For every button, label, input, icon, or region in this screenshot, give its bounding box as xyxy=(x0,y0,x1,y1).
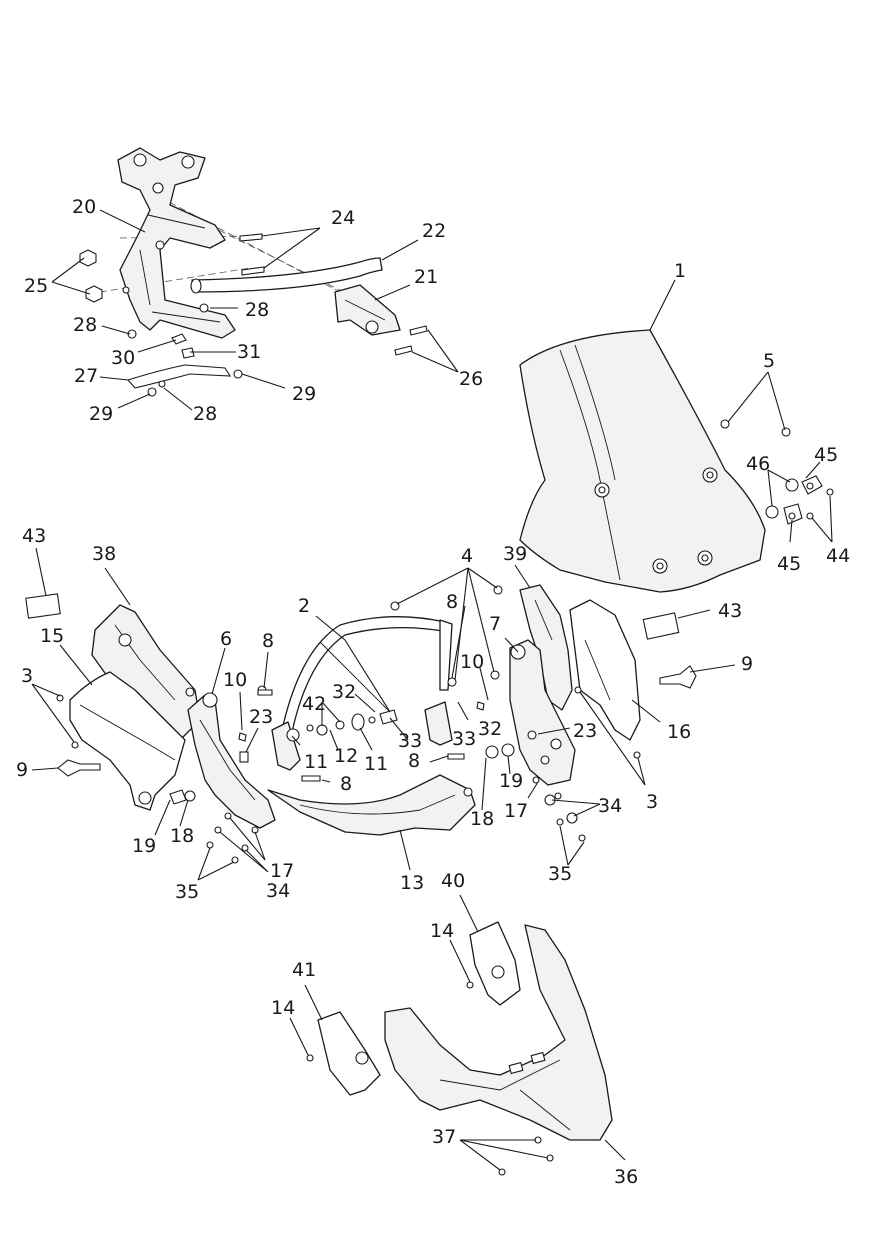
callout-43-right: 43 xyxy=(718,600,742,622)
callout-35-left: 35 xyxy=(175,881,199,903)
callout-45-b: 45 xyxy=(777,553,801,575)
callout-17-right: 17 xyxy=(504,800,528,822)
callout-31: 31 xyxy=(237,341,261,363)
callout-7: 7 xyxy=(489,613,501,635)
callout-3-right: 3 xyxy=(646,791,658,813)
callout-27: 27 xyxy=(74,365,98,387)
callout-8-b: 8 xyxy=(446,591,458,613)
callout-28-b: 28 xyxy=(73,314,97,336)
callout-16: 16 xyxy=(667,721,691,743)
callout-14-a: 14 xyxy=(430,920,454,942)
callout-20: 20 xyxy=(72,196,96,218)
callout-26: 26 xyxy=(459,368,483,390)
callout-29-b: 29 xyxy=(89,403,113,425)
callout-38: 38 xyxy=(92,543,116,565)
callout-36: 36 xyxy=(614,1166,638,1188)
callout-9-left: 9 xyxy=(16,759,28,781)
callout-10-b: 10 xyxy=(460,651,484,673)
callout-9-right: 9 xyxy=(741,653,753,675)
callout-5: 5 xyxy=(763,350,775,372)
callout-6: 6 xyxy=(220,628,232,650)
callout-43-left: 43 xyxy=(22,525,46,547)
callout-33-b: 33 xyxy=(452,728,476,750)
callout-34-right: 34 xyxy=(598,795,622,817)
callout-labels: 1 2 3 3 4 5 6 7 8 8 8 8 9 9 10 10 11 11 … xyxy=(16,196,850,1188)
callout-18-a: 18 xyxy=(170,825,194,847)
callout-25: 25 xyxy=(24,275,48,297)
callout-32-b: 32 xyxy=(478,718,502,740)
callout-18-b: 18 xyxy=(470,808,494,830)
callout-3-left: 3 xyxy=(21,665,33,687)
callout-11-b: 11 xyxy=(364,753,388,775)
right-fairing-parts xyxy=(485,584,697,842)
callout-29-a: 29 xyxy=(292,383,316,405)
callout-4: 4 xyxy=(461,545,473,567)
callout-44: 44 xyxy=(826,545,850,567)
leader-lines xyxy=(31,209,833,1171)
callout-8-d: 8 xyxy=(340,773,352,795)
callout-41: 41 xyxy=(292,959,316,981)
callout-32-a: 32 xyxy=(332,681,356,703)
center-frame-parts xyxy=(257,585,503,836)
callout-12: 12 xyxy=(334,745,358,767)
callout-19-a: 19 xyxy=(132,835,156,857)
callout-45-a: 45 xyxy=(814,444,838,466)
callout-24: 24 xyxy=(331,207,355,229)
windscreen xyxy=(519,329,834,593)
callout-21: 21 xyxy=(414,266,438,288)
callout-2: 2 xyxy=(298,595,310,617)
callout-28-c: 28 xyxy=(193,403,217,425)
callout-22: 22 xyxy=(422,220,446,242)
headlight-bracket-assembly xyxy=(79,147,428,397)
callout-42: 42 xyxy=(302,693,326,715)
callout-30: 30 xyxy=(111,347,135,369)
callout-15: 15 xyxy=(40,625,64,647)
callout-23-b: 23 xyxy=(573,720,597,742)
callout-34-left: 34 xyxy=(266,880,290,902)
callout-39: 39 xyxy=(503,543,527,565)
front-beak-parts xyxy=(306,921,613,1176)
callout-23-a: 23 xyxy=(249,706,273,728)
callout-35-right: 35 xyxy=(548,863,572,885)
callout-19-b: 19 xyxy=(499,770,523,792)
callout-17-left: 17 xyxy=(270,860,294,882)
callout-46: 46 xyxy=(746,453,770,475)
callout-11-a: 11 xyxy=(304,751,328,773)
callout-10-a: 10 xyxy=(223,669,247,691)
callout-8-c: 8 xyxy=(408,750,420,772)
callout-8-a: 8 xyxy=(262,630,274,652)
callout-14-b: 14 xyxy=(271,997,295,1019)
callout-37: 37 xyxy=(432,1126,456,1148)
left-fairing-parts xyxy=(25,593,276,864)
callout-1: 1 xyxy=(674,260,686,282)
callout-33-a: 33 xyxy=(398,730,422,752)
callout-28-a: 28 xyxy=(245,299,269,321)
callout-40: 40 xyxy=(441,870,465,892)
callout-13: 13 xyxy=(400,872,424,894)
